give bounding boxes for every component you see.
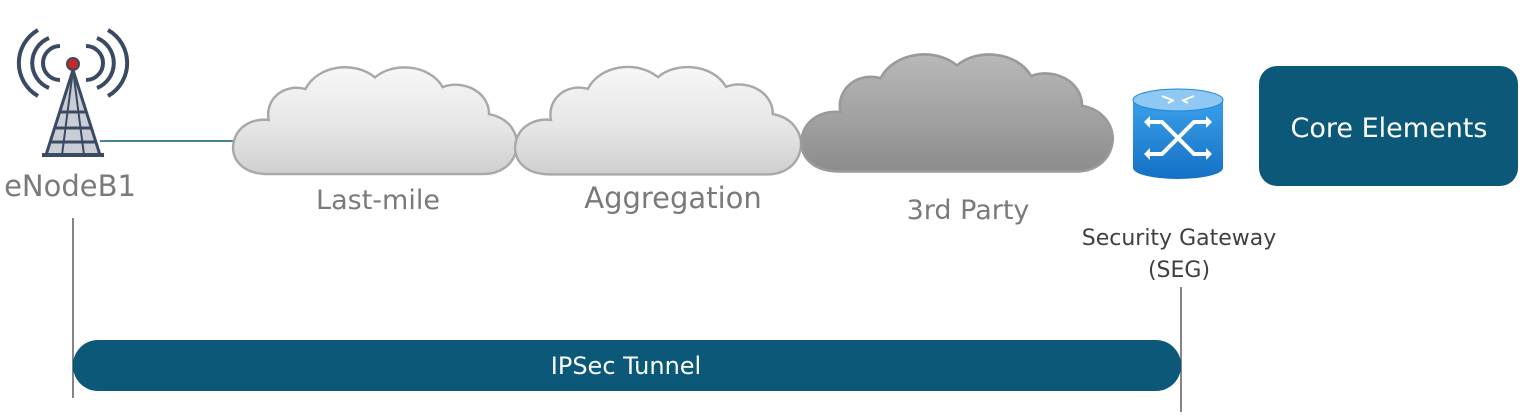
third-party-label: 3rd Party xyxy=(907,195,1030,226)
last-mile-cloud xyxy=(231,65,519,176)
enodeb-label: eNodeB1 xyxy=(4,169,136,203)
seg-label-line1: Security Gateway xyxy=(1082,226,1277,251)
ipsec-tunnel-label: IPSec Tunnel xyxy=(551,352,701,380)
core-elements-label: Core Elements xyxy=(1291,113,1488,144)
seg-label-line2: (SEG) xyxy=(1148,258,1210,283)
last-mile-label: Last-mile xyxy=(316,185,440,216)
cell-tower-icon xyxy=(16,28,130,157)
ipsec-tunnel-bar: IPSec Tunnel xyxy=(73,340,1181,391)
third-party-cloud xyxy=(799,52,1115,174)
aggregation-cloud xyxy=(513,65,803,176)
aggregation-label: Aggregation xyxy=(584,181,762,215)
core-elements-box: Core Elements xyxy=(1259,66,1518,186)
router-icon xyxy=(1132,88,1224,179)
